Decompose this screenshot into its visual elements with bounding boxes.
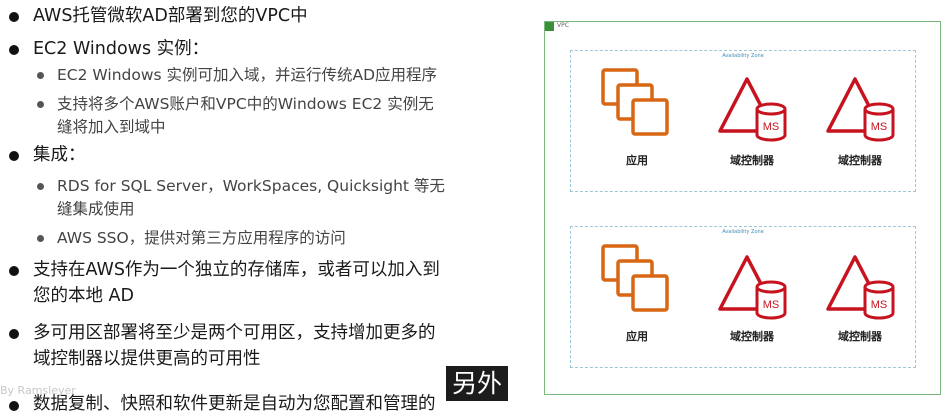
bullet-dot (9, 12, 19, 22)
bullet-item: 支持在AWS作为一个独立的存储库，或者可以加入到 (33, 260, 440, 280)
az-label: Availability Zone (722, 53, 764, 59)
directory-service-icon: MS (718, 77, 787, 142)
sub-bullet-item: RDS for SQL Server，WorkSpaces, Quicksigh… (57, 177, 445, 195)
node-label: 应用 (626, 330, 648, 343)
bullet-item: 集成： (33, 145, 86, 165)
node-label: 应用 (626, 154, 648, 167)
vpc-label: VPC (557, 22, 569, 29)
svg-text:MS: MS (871, 121, 888, 133)
sub-bullet-item: AWS SSO，提供对第三方应用程序的访问 (57, 229, 346, 247)
availability-zone-2: Availability Zone (570, 226, 916, 368)
video-subtitle: 另外 (446, 366, 508, 401)
directory-service-icon: MS (826, 255, 895, 320)
bullet-dot (9, 151, 19, 161)
vpc-container: VPC (544, 21, 941, 395)
directory-service-icon: MS (718, 255, 787, 320)
bullet-item: 多可用区部署将至少是两个可用区，支持增加更多的 (33, 323, 436, 343)
bullet-item: EC2 Windows 实例： (33, 39, 210, 59)
bullet-item-cont: 域控制器以提供更高的可用性 (33, 349, 261, 369)
vpc-icon (545, 22, 554, 31)
sub-bullet-item: 支持将多个AWS账户和VPC中的Windows EC2 实例无 (57, 95, 434, 113)
az-label: Availability Zone (722, 229, 764, 235)
sub-bullet-dot (37, 72, 44, 79)
svg-text:MS: MS (871, 299, 888, 311)
svg-text:MS: MS (763, 121, 780, 133)
bullet-dot (9, 266, 19, 276)
sub-bullet-item-cont: 缝将加入到域中 (57, 118, 166, 136)
sub-bullet-dot (37, 235, 44, 242)
bullet-item-cont: 您的本地 AD (33, 286, 135, 306)
app-icon (601, 244, 669, 312)
watermark: By Ramsleyer (0, 384, 76, 397)
sub-bullet-item-cont: 缝集成使用 (57, 200, 135, 218)
bullet-dot (9, 45, 19, 55)
bullet-dot (9, 401, 19, 411)
node-label: 域控制器 (838, 330, 882, 343)
bullet-item: AWS托管微软AD部署到您的VPC中 (33, 6, 308, 26)
bullet-item: 数据复制、快照和软件更新是自动为您配置和管理的 (33, 394, 436, 414)
availability-zone-1: Availability Zone (570, 50, 916, 192)
sub-bullet-dot (37, 183, 44, 190)
sub-bullet-dot (37, 101, 44, 108)
node-label: 域控制器 (838, 154, 882, 167)
directory-service-icon: MS (826, 77, 895, 142)
node-label: 域控制器 (730, 330, 774, 343)
svg-text:MS: MS (763, 299, 780, 311)
sub-bullet-item: EC2 Windows 实例可加入域，并运行传统AD应用程序 (57, 66, 438, 84)
bullet-dot (9, 329, 19, 339)
app-icon (601, 68, 669, 136)
node-label: 域控制器 (730, 154, 774, 167)
